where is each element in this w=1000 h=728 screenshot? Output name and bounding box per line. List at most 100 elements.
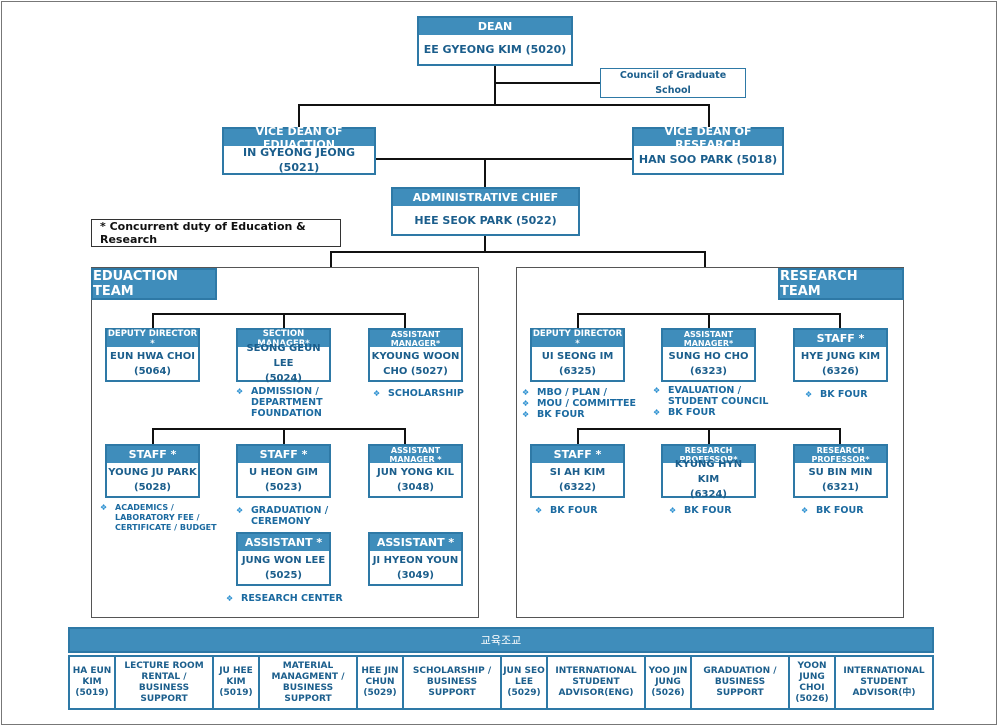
research-team-panel	[516, 267, 904, 618]
res-assistant-manager-box: ASSISTANT MANAGER* SUNG HO CHO (6323)	[661, 328, 756, 382]
res-research-professor2-box: RESEARCH PROFESSOR* SU BIN MIN(6321)	[793, 444, 888, 498]
edu-am-title: ASSISTANT MANAGER*	[370, 330, 461, 348]
edu-as1-name: JUNG WON LEE	[241, 554, 326, 566]
ta-duty-cell: GRADUATION / BUSINESS SUPPORT	[692, 657, 790, 708]
note-line: SCHOLARSHIP	[388, 388, 464, 399]
res-rp2-notes: ❖BK FOUR	[801, 505, 864, 516]
edu-dd-ext: (5064)	[134, 365, 171, 377]
line-edu-r1	[152, 313, 406, 315]
line-admin-down	[484, 236, 486, 252]
note-line: MBO / PLAN /	[537, 387, 607, 398]
ta-name-cell: JUN SEO LEE (5029)	[502, 657, 548, 708]
line-dean-down	[494, 66, 496, 105]
edu-sm-notes: ❖ADMISSION / DEPARTMENT FOUNDATION	[236, 386, 323, 419]
edu-assistant1-box: ASSISTANT * JUNG WON LEE(5025)	[236, 532, 331, 586]
edu-st1-ext: (5028)	[134, 481, 171, 493]
note-line: LABORATORY FEE /	[115, 513, 200, 522]
edu-staff1-box: STAFF * YOUNG JU PARK(5028)	[105, 444, 200, 498]
line-edu-r2	[152, 428, 406, 430]
line-vicedeans-h	[298, 104, 710, 106]
line-edu-r1b	[283, 313, 285, 329]
edu-am-ext: CHO (5027)	[383, 365, 448, 377]
res-dd-notes: ❖MBO / PLAN / ❖MOU / COMMITTEE ❖BK FOUR	[522, 387, 636, 420]
edu-assistant2-box: ASSISTANT * JI HYEON YOUN (3049)	[368, 532, 463, 586]
dean-name: EE GYEONG KIM (5020)	[423, 43, 567, 56]
line-res-team	[704, 251, 706, 267]
edu-as2-title: ASSISTANT *	[370, 534, 461, 551]
ta-name-cell: YOO JIN JUNG (5026)	[646, 657, 692, 708]
edu-as2-name: JI HYEON YOUN	[372, 554, 459, 566]
admin-name: HEE SEOK PARK (5022)	[414, 213, 557, 227]
res-rp1-ext: (6324)	[690, 489, 727, 500]
line-council	[496, 82, 600, 84]
res-st-name: HYE JUNG KIM	[800, 350, 881, 362]
line-teams-h	[330, 251, 706, 253]
line-res-r2c	[839, 428, 841, 444]
line-res-r1b	[708, 313, 710, 329]
res-am-name: SUNG HO CHO	[668, 350, 749, 362]
edu-am-name: KYOUNG WOON	[371, 350, 460, 362]
note-line: MOU / COMMITTEE	[537, 398, 636, 409]
res-staff-box: STAFF * HYE JUNG KIM(6326)	[793, 328, 888, 382]
res-deputy-director-box: DEPUTY DIRECTOR * UI SEONG IM(6325)	[530, 328, 625, 382]
edu-am2-title: ASSISTANT MANAGER *	[370, 446, 461, 464]
line-res-r2b	[708, 428, 710, 444]
education-team-title: EDUACTION TEAM	[91, 268, 217, 300]
edu-st2-title: STAFF *	[238, 446, 329, 463]
ta-name-cell: JU HEE KIM (5019)	[214, 657, 260, 708]
note-line: CERTIFICATE / BUDGET	[115, 523, 217, 532]
note-line: FOUNDATION	[251, 408, 322, 419]
res-am-title: ASSISTANT MANAGER*	[663, 330, 754, 348]
note-line: BK FOUR	[816, 505, 864, 516]
line-to-admin	[484, 158, 486, 188]
teaching-assistants-bar: 교육조교	[68, 627, 934, 653]
edu-staff2-box: STAFF * U HEON GIM(5023)	[236, 444, 331, 498]
res-rp2-name: SU BIN MIN	[808, 466, 873, 478]
edu-st2-name: U HEON GIM	[248, 466, 319, 478]
edu-dd-name: EUN HWA CHOI	[110, 350, 195, 362]
note-line: BK FOUR	[550, 505, 598, 516]
line-edu-r2b	[283, 428, 285, 444]
res-am-ext: (6323)	[690, 365, 727, 377]
vice-dean-education-box: VICE DEAN OF EDUACTION IN GYEONG JEONG (…	[222, 125, 376, 175]
line-res-r1c	[839, 313, 841, 329]
research-team-title: RESEARCH TEAM	[778, 268, 904, 300]
concurrent-note: * Concurrent duty of Education & Researc…	[91, 219, 341, 247]
ta-duty-cell: INTERNATIONAL STUDENT ADVISOR(ENG)	[548, 657, 646, 708]
note-line: BK FOUR	[537, 409, 585, 420]
ta-duty-cell: INTERNATIONAL STUDENT ADVISOR(中)	[843, 666, 925, 698]
note-line: EVALUATION /	[668, 385, 742, 396]
note-line: STUDENT COUNCIL	[668, 396, 769, 407]
res-rp1-title: RESEARCH PROFESSOR*	[663, 446, 754, 464]
admin-title: ADMINISTRATIVE CHIEF	[393, 189, 578, 206]
vice-dean-research-box: VICE DEAN OF RESEARCH HAN SOO PARK (5018…	[632, 125, 784, 175]
edu-as1-notes: ❖RESEARCH CENTER	[226, 593, 343, 604]
edu-assistant-manager-box: ASSISTANT MANAGER* KYOUNG WOON CHO (5027)	[368, 328, 463, 382]
line-edu-r2c	[404, 428, 406, 444]
edu-am2-ext: (3048)	[397, 481, 434, 493]
res-st-ext: (6326)	[822, 365, 859, 377]
edu-as1-title: ASSISTANT *	[238, 534, 329, 551]
ta-name-cell: HA EUN KIM (5019)	[70, 657, 116, 708]
note-line: ACADEMICS /	[115, 503, 174, 512]
res-research-professor1-box: RESEARCH PROFESSOR* KYUNG HYN KIM(6324)	[661, 444, 756, 500]
note-line: ADMISSION /	[251, 386, 319, 397]
res-st2-ext: (6322)	[559, 481, 596, 493]
dean-title: DEAN	[419, 18, 571, 35]
note-line: CEREMONY	[251, 516, 311, 527]
vd-res-title: VICE DEAN OF RESEARCH	[634, 125, 782, 151]
edu-st1-name: YOUNG JU PARK	[108, 466, 197, 478]
edu-as2-ext: (3049)	[397, 569, 434, 581]
edu-assistant-manager2-box: ASSISTANT MANAGER * JUN YONG KIL(3048)	[368, 444, 463, 498]
ta-name-cell: HEE JIN CHUN (5029)	[358, 657, 404, 708]
ta-duty-cell: LECTURE ROOM RENTAL / BUSINESS SUPPORT	[116, 657, 214, 708]
vd-edu-title: VICE DEAN OF EDUACTION	[224, 125, 374, 151]
note-line: BK FOUR	[820, 389, 868, 400]
note-line: BK FOUR	[668, 407, 716, 418]
edu-section-manager-box: SECTION MANAGER* SEONG GEUN LEE(5024)	[236, 328, 331, 384]
line-edu-team	[330, 251, 332, 267]
line-res-r2a	[577, 428, 579, 444]
res-st-notes: ❖BK FOUR	[805, 389, 868, 400]
admin-chief-box: ADMINISTRATIVE CHIEF HEE SEOK PARK (5022…	[391, 187, 580, 236]
res-dd-title: DEPUTY DIRECTOR *	[532, 328, 623, 349]
